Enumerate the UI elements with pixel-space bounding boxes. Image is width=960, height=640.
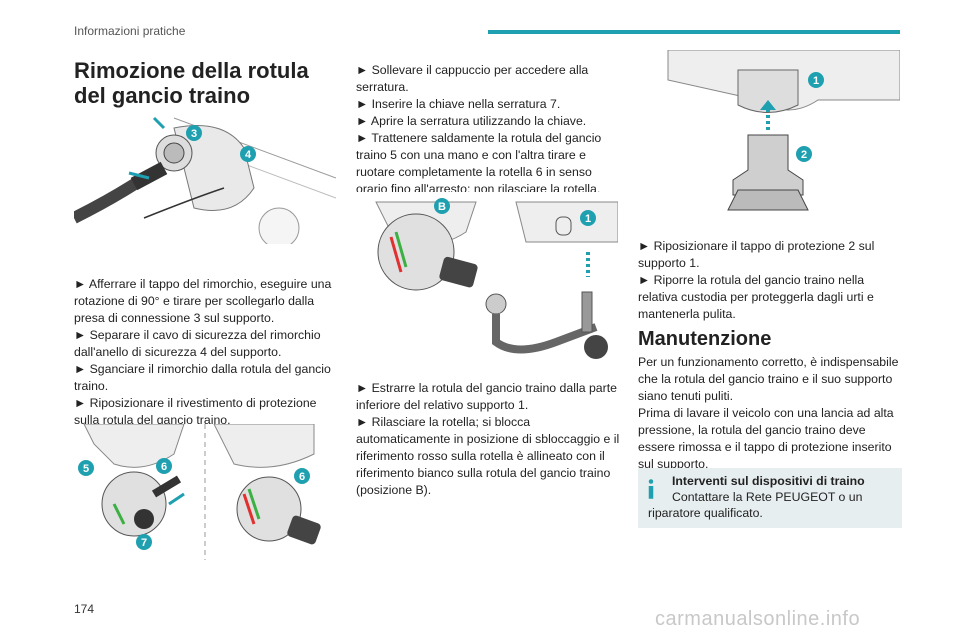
- figure-protection-cap: 1 2: [638, 50, 900, 226]
- instruction-step: ► Riposizionare il tappo di protezione 2…: [638, 239, 875, 270]
- info-icon: [648, 479, 654, 499]
- instruction-step: ► Sollevare il cappuccio per accedere al…: [356, 63, 589, 94]
- info-title: Interventi sul dispositivi di traino: [672, 474, 865, 488]
- instruction-step: ► Riporre la rotula del gancio traino ne…: [638, 273, 874, 321]
- callout-label: 3: [191, 128, 197, 140]
- instruction-step: ► Rilasciare la rotella; si blocca autom…: [356, 415, 620, 497]
- section-title-maintenance: Manutenzione: [638, 328, 772, 350]
- figure-tow-ball-removal: B 1: [356, 192, 618, 364]
- column-1: ► Afferrare il tappo del rimorchio, eseg…: [74, 276, 336, 429]
- watermark: carmanualsonline.info: [655, 608, 861, 630]
- maintenance-paragraph: Prima di lavare il veicolo con una lanci…: [638, 406, 894, 471]
- instruction-step: ► Sganciare il rimorchio dalla rotula de…: [74, 362, 331, 393]
- column-2-bottom: ► Estrarre la rotula del gancio traino d…: [356, 380, 620, 499]
- column-2-top: ► Sollevare il cappuccio per accedere al…: [356, 62, 620, 198]
- instruction-step: ► Estrarre la rotula del gancio traino d…: [356, 381, 617, 412]
- callout-label: 1: [585, 213, 591, 225]
- instruction-step: ► Afferrare il tappo del rimorchio, eseg…: [74, 277, 332, 325]
- figure-trailer-socket: 3 4: [74, 108, 336, 244]
- info-text: riparatore qualificato.: [648, 506, 763, 520]
- callout-label: B: [438, 201, 446, 213]
- instruction-step: ► Inserire la chiave nella serratura 7.: [356, 97, 561, 111]
- maintenance-body: Per un funzionamento corretto, è indispe…: [638, 354, 902, 473]
- callout-label: 6: [161, 461, 167, 473]
- instruction-step: ► Riposizionare il rivestimento di prote…: [74, 396, 317, 427]
- page-number: 174: [74, 602, 95, 616]
- callout-label: 2: [801, 149, 807, 161]
- info-text: Contattare la Rete PEUGEOT o un: [672, 490, 863, 504]
- callout-label: 7: [141, 537, 147, 549]
- page-title: Rimozione della rotula del gancio traino: [74, 58, 309, 108]
- instruction-step: ► Trattenere saldamente la rotula del ga…: [356, 131, 602, 196]
- callout-label: 1: [813, 75, 819, 87]
- section-header: Informazioni pratiche: [74, 24, 186, 38]
- instruction-step: ► Separare il cavo di sicurezza del rimo…: [74, 328, 321, 359]
- instruction-step: ► Aprire la serratura utilizzando la chi…: [356, 114, 587, 128]
- maintenance-paragraph: Per un funzionamento corretto, è indispe…: [638, 355, 899, 403]
- header-accent-bar: [488, 30, 900, 34]
- callout-label: 5: [83, 463, 89, 475]
- column-3-top: ► Riposizionare il tappo di protezione 2…: [638, 238, 902, 323]
- callout-label: 6: [299, 471, 305, 483]
- callout-label: 4: [245, 149, 252, 161]
- info-box: Interventi sul dispositivi di traino Con…: [638, 468, 902, 528]
- figure-lock-and-wheel: 5 6 7 6: [74, 424, 336, 560]
